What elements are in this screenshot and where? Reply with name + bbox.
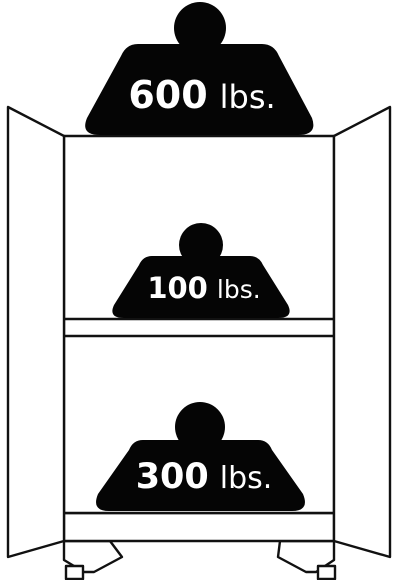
- door-right: [334, 107, 390, 557]
- weight-middle-label: 100 lbs.: [147, 271, 260, 305]
- cabinet-base: [64, 513, 334, 541]
- foot-left: [66, 566, 83, 579]
- weight-bottom-label: 300 lbs.: [136, 457, 273, 497]
- foot-right: [318, 566, 335, 579]
- weight-middle-number: 100: [147, 271, 208, 305]
- weight-top: 600 lbs.: [85, 2, 313, 135]
- weight-middle-unit: lbs.: [217, 275, 261, 304]
- weight-top-unit: lbs.: [220, 78, 276, 116]
- weight-bottom-number: 300: [136, 457, 209, 497]
- weight-top-number: 600: [128, 73, 207, 117]
- weight-bottom-unit: lbs.: [220, 461, 273, 496]
- door-left: [8, 107, 64, 557]
- cabinet-legs: [64, 541, 335, 579]
- weight-top-label: 600 lbs.: [128, 73, 275, 117]
